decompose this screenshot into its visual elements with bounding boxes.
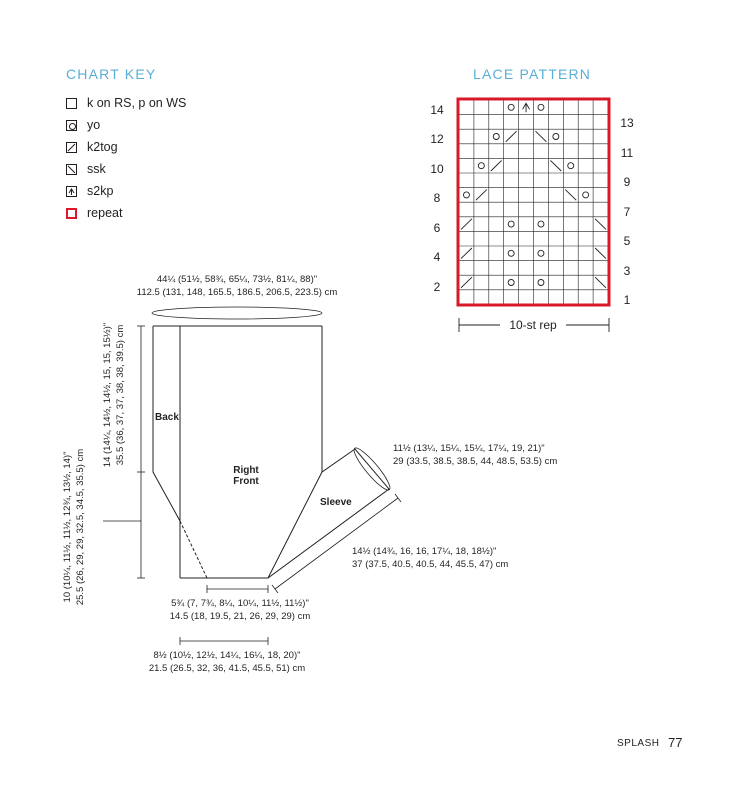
k2tog-symbol [460, 218, 473, 230]
k2tog-symbol [460, 276, 473, 289]
k2tog-symbol [490, 160, 503, 172]
yo-symbol [537, 220, 545, 228]
ssk-icon [66, 163, 77, 175]
dim-cm: 25.5 (26, 29, 29, 32.5, 34.5, 35.5) cm [74, 448, 86, 606]
dim-inches: 8½ (10½, 12½, 14¼, 16¼, 18, 20)" [153, 650, 301, 661]
k2tog-symbol [505, 130, 517, 143]
yo-symbol [537, 249, 545, 257]
sleeve-top-label: 11½ (13¼, 15¼, 15¼, 17¼, 19, 21)" 29 (33… [393, 443, 557, 468]
right-front-line2: Front [233, 476, 259, 487]
top-width-label: 44¼ (51½, 58¾, 65¼, 73½, 81¼, 88)" 112.5… [112, 274, 362, 299]
key-label: k on RS, p on WS [87, 96, 187, 110]
right-front-line1: Right [233, 465, 259, 476]
hem-width-label: 8½ (10½, 12½, 14¼, 16¼, 18, 20)" 21.5 (2… [112, 650, 342, 675]
row-number-left: 10 [430, 162, 444, 176]
row-number-right: 3 [623, 264, 631, 278]
footer-section: SPLASH [617, 738, 660, 749]
key-label: yo [87, 118, 101, 132]
dim-inches: 44¼ (51½, 58¾, 65¼, 73½, 81¼, 88)" [156, 274, 318, 285]
dim-inches: 14½ (14¾, 16, 16, 17¼, 18, 18½)" [352, 546, 497, 557]
key-label: repeat [87, 206, 123, 220]
lace-repeat-box [456, 97, 611, 307]
lace-symbols [460, 102, 607, 289]
repeat-icon [66, 207, 77, 219]
key-item-knit: k on RS, p on WS [66, 94, 186, 112]
k2tog-symbol [460, 247, 473, 259]
lower-height-label: 10 (10¼, 11½, 11½, 12¾, 13½, 14)" 25.5 (… [62, 402, 88, 652]
ssk-symbol [550, 160, 562, 172]
row-number-right: 1 [623, 293, 631, 307]
yo-symbol [552, 133, 560, 140]
key-item-k2tog: k2tog [66, 138, 118, 156]
dim-cm: 29 (33.5, 38.5, 38.5, 44, 48.5, 53.5) cm [393, 455, 558, 467]
yo-symbol [507, 220, 515, 228]
row-number-left: 2 [433, 280, 441, 294]
bottom-width-label: 5¾ (7, 7¾, 8¼, 10¼, 11½, 11½)" 14.5 (18,… [130, 598, 350, 623]
row-number-left: 4 [433, 250, 441, 264]
dimension-lines [103, 306, 402, 645]
sleeve-label: Sleeve [320, 497, 352, 508]
back-label: Back [155, 412, 179, 423]
yo-symbol [507, 249, 515, 257]
row-number-left: 6 [433, 221, 441, 235]
ssk-symbol [594, 247, 607, 259]
page-number: 77 [668, 735, 683, 750]
key-item-yo: yo [66, 116, 100, 134]
sleeve-length-label: 14½ (14¾, 16, 16, 17¼, 18, 18½)" 37 (37.… [352, 546, 508, 571]
yo-symbol [477, 162, 485, 170]
row-number-left: 14 [430, 103, 444, 117]
ssk-symbol [535, 130, 547, 143]
k2tog-symbol [475, 189, 488, 201]
key-label: ssk [87, 162, 106, 176]
upper-height-label: 14 (14¼, 14½, 14½, 15, 15, 15½)" 35.5 (3… [102, 270, 128, 520]
dim-cm: 112.5 (131, 148, 165.5, 186.5, 206.5, 22… [136, 286, 338, 298]
key-label: k2tog [87, 140, 118, 154]
ssk-symbol [594, 218, 607, 230]
key-item-repeat: repeat [66, 204, 122, 222]
row-number-right: 13 [620, 116, 634, 130]
lace-grid [458, 99, 609, 305]
s2kp-icon [66, 185, 77, 197]
blank-square-icon [66, 97, 77, 109]
row-number-right: 9 [623, 175, 631, 189]
yo-symbol [537, 279, 545, 286]
yo-symbol [537, 103, 545, 111]
yo-symbol [582, 191, 590, 199]
row-number-right: 7 [623, 205, 631, 219]
dim-inches: 14 (14¼, 14½, 14½, 15, 15, 15½)" [102, 322, 113, 468]
key-item-s2kp: s2kp [66, 182, 113, 200]
right-front-label: Right Front [216, 465, 276, 487]
key-label: s2kp [87, 184, 114, 198]
row-number-right: 11 [620, 146, 634, 160]
rep-label: 10-st rep [509, 318, 557, 332]
row-number-left: 8 [433, 191, 441, 205]
dim-cm: 35.5 (36, 37, 37, 38, 38, 39.5) cm [114, 324, 126, 466]
k2tog-icon [66, 141, 77, 153]
key-item-ssk: ssk [66, 160, 106, 178]
garment-outline [152, 325, 390, 579]
dim-inches: 10 (10¼, 11½, 11½, 12¾, 13½, 14)" [62, 451, 73, 603]
dim-inches: 11½ (13¼, 15¼, 15¼, 17¼, 19, 21)" [393, 443, 545, 454]
row-number-right: 5 [623, 234, 631, 248]
lace-pattern-title: LACE PATTERN [473, 66, 592, 82]
row-number-left: 12 [430, 132, 444, 146]
yo-symbol [463, 191, 470, 199]
dim-cm: 14.5 (18, 19.5, 21, 26, 29, 29) cm [169, 610, 311, 622]
ssk-symbol [594, 276, 607, 289]
s2kp-symbol [522, 102, 530, 113]
yo-symbol [567, 162, 575, 170]
ssk-symbol [564, 189, 577, 201]
chart-key-title: CHART KEY [66, 66, 157, 82]
dim-cm: 21.5 (26.5, 32, 36, 41.5, 45.5, 51) cm [148, 662, 306, 674]
rep-bracket [458, 318, 610, 332]
yo-icon [66, 119, 77, 131]
dim-cm: 37 (37.5, 40.5, 40.5, 44, 45.5, 47) cm [352, 558, 509, 570]
dim-inches: 5¾ (7, 7¾, 8¼, 10¼, 11½, 11½)" [171, 598, 309, 609]
yo-symbol [492, 133, 500, 140]
yo-symbol [507, 279, 515, 286]
yo-symbol [507, 103, 515, 111]
